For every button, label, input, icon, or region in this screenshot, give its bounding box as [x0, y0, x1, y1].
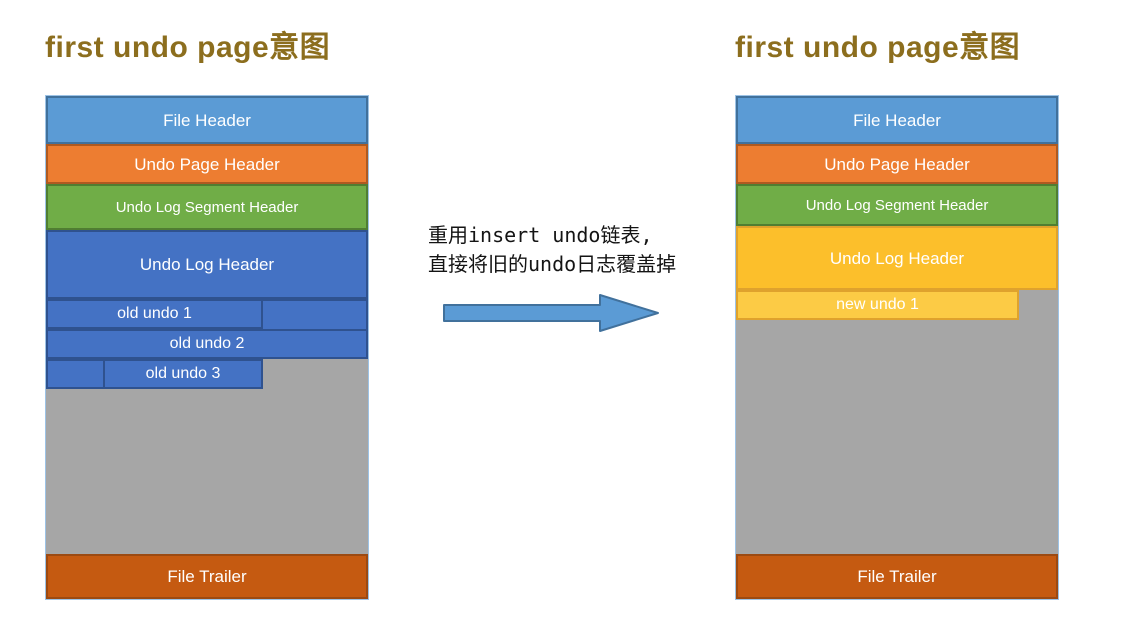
new-undo-1-block: new undo 1 — [736, 290, 1019, 320]
undo-log-segment-header-block: Undo Log Segment Header — [736, 184, 1058, 226]
old-undo-1-block: old undo 1 — [46, 299, 263, 329]
old-undo-3-block: old undo 3 — [103, 359, 263, 389]
undo-page-diagram-before: File Header Undo Page Header Undo Log Se… — [45, 95, 369, 600]
undo-page-diagram-after: File Header Undo Page Header Undo Log Se… — [735, 95, 1059, 600]
annotation-text: 重用insert undo链表, 直接将旧的undo日志覆盖掉 — [428, 221, 728, 279]
free-space-block — [46, 389, 368, 554]
file-header-block: File Header — [46, 96, 368, 144]
file-header-block: File Header — [736, 96, 1058, 144]
undo-page-header-block: Undo Page Header — [736, 144, 1058, 184]
free-space-beside-old-undo-3 — [261, 359, 368, 391]
free-space-beside-new-undo-1 — [1019, 290, 1058, 320]
undo-log-header-block: Undo Log Header — [736, 226, 1058, 290]
file-trailer-block: File Trailer — [46, 554, 368, 599]
page-title-right: first undo page意图 — [735, 31, 1021, 64]
old-undo-3-left-strip — [46, 359, 106, 389]
undo-log-header-block: Undo Log Header — [46, 230, 368, 299]
page-title-left: first undo page意图 — [45, 31, 331, 64]
old-undo-2-block: old undo 2 — [46, 329, 368, 359]
undo-log-segment-header-block: Undo Log Segment Header — [46, 184, 368, 230]
annotation-line-2: 直接将旧的undo日志覆盖掉 — [428, 252, 677, 276]
file-trailer-block: File Trailer — [736, 554, 1058, 599]
right-arrow-icon — [442, 292, 662, 334]
free-space-block — [736, 320, 1058, 554]
undo-page-header-block: Undo Page Header — [46, 144, 368, 184]
annotation-line-1: 重用insert undo链表, — [428, 223, 653, 247]
